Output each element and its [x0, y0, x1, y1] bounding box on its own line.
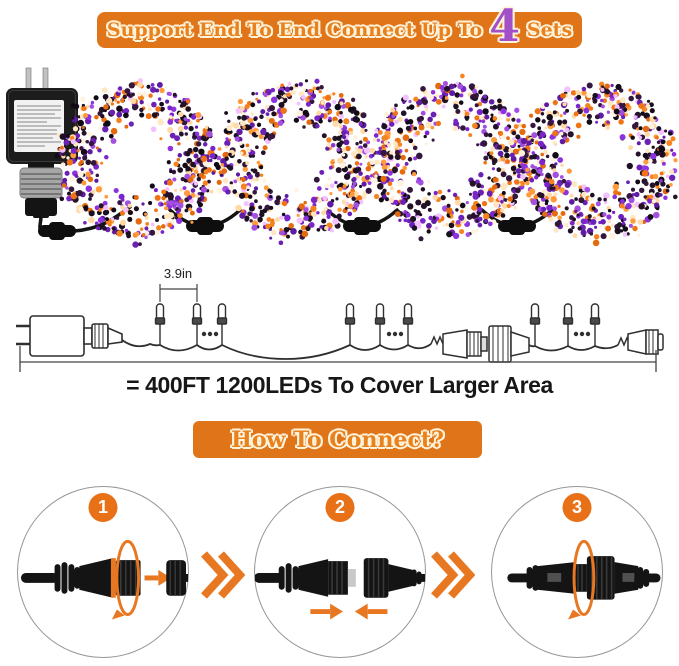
string-length-diagram: 3.9in: [16, 266, 664, 372]
top-banner-text: Support End To End Connect Up To: [106, 19, 483, 41]
push-together-arrows-icon: [310, 603, 388, 620]
step-3-illustration: [507, 539, 661, 620]
inline-connector-icon: [186, 217, 224, 235]
step-circle-3: 3: [491, 486, 663, 658]
inline-connector-icon: [38, 222, 76, 240]
step-2-illustration: [255, 558, 425, 620]
bulb-spacing-label: 3.9in: [164, 266, 192, 281]
lights-row: [6, 67, 678, 248]
rotate-arrow-icon: [568, 539, 596, 620]
step-1-illustration: [20, 539, 188, 620]
rotate-arrow-icon: [111, 539, 141, 620]
step-1-badge: 1: [88, 493, 118, 522]
step-circle-1: 1: [17, 486, 189, 658]
top-banner: Support End To End Connect Up To 4 Sets: [97, 1, 582, 53]
adapter-outline-icon: [16, 315, 123, 357]
light-wreath-3: [369, 73, 538, 242]
bulb-icons: [154, 303, 601, 347]
total-length-label: = 400FT 1200LEDs To Cover Larger Area: [126, 372, 553, 398]
how-to-connect-label: How To Connect?: [231, 426, 444, 453]
push-arrow-icon: [144, 570, 172, 586]
step-circle-2: 2: [254, 486, 426, 658]
inline-connector-icon: [498, 217, 536, 235]
string-end-connector-icon: [617, 329, 664, 355]
connector-cap-icon: [166, 560, 188, 596]
light-wreath-2: [209, 78, 379, 246]
light-wreath-4: [515, 81, 678, 247]
top-banner-text-after: Sets: [526, 19, 573, 41]
string-connector-pair-icon: [430, 325, 530, 363]
total-length-dimension-line: [19, 346, 657, 372]
how-to-connect-banner: How To Connect?: [193, 421, 482, 458]
next-step-chevron-icon: [201, 551, 245, 599]
orange-seal-ring: [110, 558, 116, 598]
top-banner-highlight-number: 4: [489, 1, 520, 53]
power-adapter-icon: [6, 67, 78, 218]
inline-connector-icon: [343, 217, 381, 235]
bulb-spacing-dimension: [159, 284, 198, 302]
step-3-badge: 3: [562, 493, 592, 522]
next-step-chevron-icon: [431, 551, 475, 599]
step-2-badge: 2: [325, 493, 355, 522]
